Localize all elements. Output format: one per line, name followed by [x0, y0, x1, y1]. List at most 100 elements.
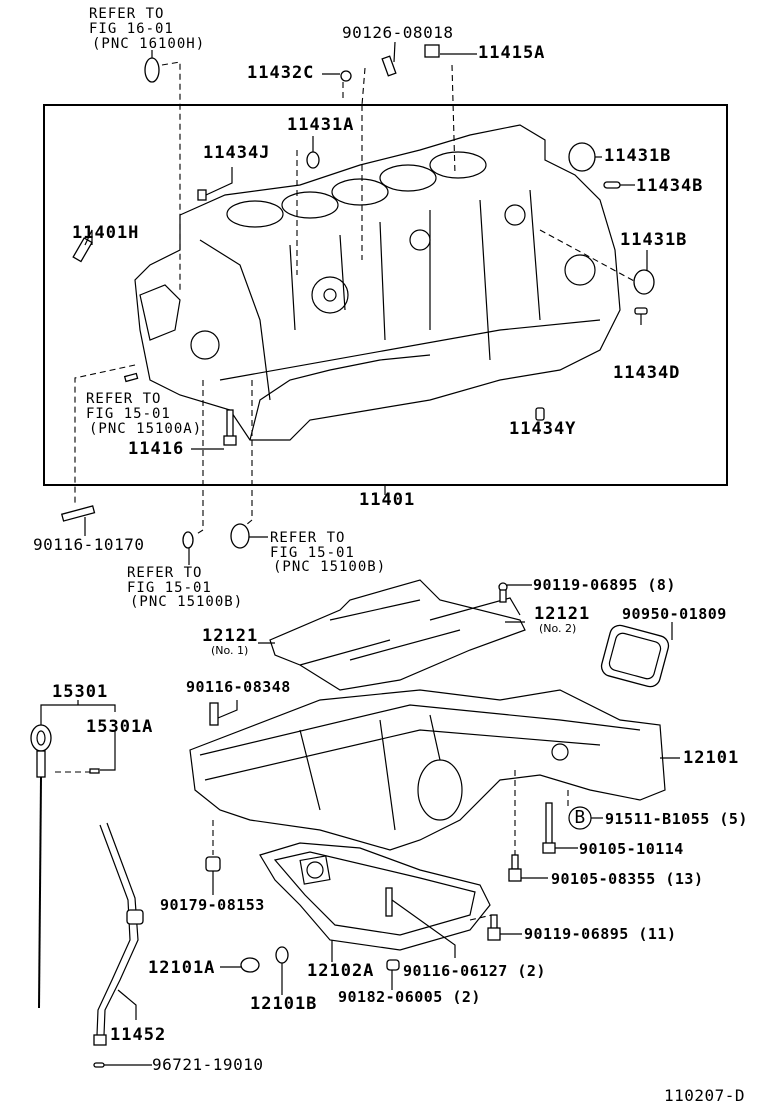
gasket-12101b-icon[interactable]	[275, 946, 289, 964]
part-label-90126-08018[interactable]: 90126-08018	[342, 23, 454, 42]
refer-15100b-left-line1: REFER TO	[127, 565, 203, 581]
plug-11431a-icon[interactable]	[306, 151, 320, 169]
leader	[205, 167, 233, 196]
o-ring-15301a-icon[interactable]	[89, 768, 100, 774]
bolt-90119-11-head-icon[interactable]	[487, 927, 501, 941]
leader	[391, 899, 456, 958]
plug-90179-icon[interactable]	[205, 856, 221, 872]
bolt-90119-11-shaft-icon[interactable]	[490, 914, 498, 930]
part-label-90119-06895-8[interactable]: 90119-06895 (8)	[533, 576, 676, 594]
refer-15100a-line1: REFER TO	[86, 391, 162, 407]
part-label-12121-no1[interactable]: 12121	[202, 626, 259, 646]
part-label-11431b-top[interactable]: 11431B	[604, 146, 672, 166]
part-label-11434b[interactable]: 11434B	[636, 176, 704, 196]
part-label-90116-10170[interactable]: 90116-10170	[33, 535, 145, 554]
refer-15100b-right-line1: REFER TO	[270, 530, 346, 546]
gasket-90950-icon[interactable]	[599, 623, 670, 689]
part-label-96721-19010[interactable]: 96721-19010	[152, 1055, 264, 1074]
refer-15100a-line2: FIG 15-01	[86, 406, 171, 422]
leader	[100, 730, 116, 771]
pin-15100a-icon[interactable]	[123, 372, 139, 383]
bolt-90105-10114-head-icon[interactable]	[542, 842, 556, 854]
seal-16100h-icon[interactable]	[144, 57, 160, 83]
refer-16100h-line3[interactable]: (PNC 16100H)	[92, 36, 206, 52]
stud-90126-icon[interactable]	[381, 55, 397, 77]
seal-15100b-left-icon[interactable]	[182, 531, 194, 549]
part-label-90950-01809[interactable]: 90950-01809	[622, 605, 727, 623]
part-label-12101b[interactable]: 12101B	[250, 994, 318, 1014]
bolt-11416-shaft-icon[interactable]	[226, 409, 234, 439]
plug-11432c-icon[interactable]	[340, 70, 352, 82]
leader-dashed	[451, 64, 456, 176]
pin-11434y-icon[interactable]	[535, 407, 545, 421]
refer-15100b-left-line3[interactable]: (PNC 15100B)	[130, 594, 244, 610]
part-label-12102a[interactable]: 12102A	[307, 961, 375, 981]
part-label-11416[interactable]: 11416	[128, 439, 185, 459]
bolt-90119-8-shaft-icon[interactable]	[499, 589, 507, 603]
oil-dipstick-illustration[interactable]	[30, 724, 52, 1009]
dipstick-guide-illustration[interactable]	[93, 822, 144, 1046]
bolt-90105-10114-shaft-icon[interactable]	[545, 802, 553, 846]
refer-15100b-right-line3[interactable]: (PNC 15100B)	[273, 559, 387, 575]
leader-dashed	[469, 914, 493, 921]
assembly-label-11401[interactable]: 11401	[359, 490, 416, 510]
pin-11434d-icon[interactable]	[634, 307, 648, 315]
cylinder-block-illustration[interactable]	[134, 124, 621, 441]
refer-15100a-line3[interactable]: (PNC 15100A)	[89, 421, 203, 437]
refer-16100h-line1: REFER TO	[89, 6, 165, 22]
seal-15100b-right-icon[interactable]	[230, 523, 250, 549]
oil-pan-upper-illustration[interactable]	[189, 689, 666, 851]
pin-11434j-icon[interactable]	[197, 189, 207, 201]
refer-15100b-right-line2: FIG 15-01	[270, 545, 355, 561]
part-label-12121-no2[interactable]: 12121	[534, 604, 591, 624]
part-label-90119-06895-11[interactable]: 90119-06895 (11)	[524, 925, 677, 943]
leader	[217, 700, 238, 719]
plug-11415a-icon[interactable]	[424, 44, 440, 58]
oil-pan-lower-illustration[interactable]	[259, 842, 491, 951]
leader-dashed	[245, 380, 253, 526]
part-label-90116-06127[interactable]: 90116-06127 (2)	[403, 962, 546, 980]
part-label-90182-06005[interactable]: 90182-06005 (2)	[338, 988, 481, 1006]
figure-code: 110207-D	[664, 1086, 746, 1105]
part-label-11434y[interactable]: 11434Y	[509, 419, 577, 439]
leader-dashed	[539, 229, 637, 283]
sensor-12101a-icon[interactable]	[240, 957, 260, 973]
part-label-15301[interactable]: 15301	[52, 682, 109, 702]
leader	[393, 41, 396, 63]
part-label-11401h[interactable]: 11401H	[72, 223, 140, 243]
part-label-91511-b1055[interactable]: 91511-B1055 (5)	[605, 810, 748, 828]
part-label-11431a[interactable]: 11431A	[287, 115, 355, 135]
plug-11431b-side-icon[interactable]	[633, 269, 655, 295]
bolt-90105-08355-shaft-icon[interactable]	[511, 854, 519, 870]
bolt-90105-08355-head-icon[interactable]	[508, 868, 522, 882]
pin-11434b-icon[interactable]	[603, 181, 621, 189]
part-label-90105-10114[interactable]: 90105-10114	[579, 840, 684, 858]
stiffener-plate-illustration[interactable]	[269, 579, 526, 691]
leader-dashed	[361, 67, 366, 260]
part-label-11431b-side[interactable]: 11431B	[620, 230, 688, 250]
part-label-90116-08348[interactable]: 90116-08348	[186, 678, 291, 696]
stud-90116-10170-icon[interactable]	[60, 505, 96, 522]
plug-11431b-top-icon[interactable]	[568, 142, 596, 172]
part-label-11432c[interactable]: 11432C	[247, 63, 315, 83]
stud-90116-08348-icon[interactable]	[209, 702, 219, 726]
stud-90116-06127-icon[interactable]	[385, 887, 393, 917]
bolt-11401h-icon[interactable]	[72, 237, 93, 263]
plug-90182-icon[interactable]	[386, 959, 400, 971]
part-label-12101[interactable]: 12101	[683, 748, 740, 768]
part-sublabel-12121-no2: (No. 2)	[539, 622, 577, 635]
o-ring-96721-icon[interactable]	[93, 1062, 105, 1068]
part-label-12101a[interactable]: 12101A	[148, 958, 216, 978]
part-label-90179-08153[interactable]: 90179-08153	[160, 896, 265, 914]
gasket-90950-inner	[608, 632, 662, 680]
part-label-11434d[interactable]: 11434D	[613, 363, 681, 383]
part-label-15301a[interactable]: 15301A	[86, 717, 154, 737]
part-label-11434j[interactable]: 11434J	[203, 143, 271, 163]
refer-15100b-left-line2: FIG 15-01	[127, 580, 212, 596]
part-sublabel-12121-no1: (No. 1)	[211, 644, 249, 657]
part-label-11452[interactable]: 11452	[110, 1025, 167, 1045]
part-label-11415a[interactable]: 11415A	[478, 43, 546, 63]
part-label-90105-08355[interactable]: 90105-08355 (13)	[551, 870, 704, 888]
leader-dashed	[161, 61, 181, 290]
bolt-11416-head-icon[interactable]	[223, 435, 237, 446]
